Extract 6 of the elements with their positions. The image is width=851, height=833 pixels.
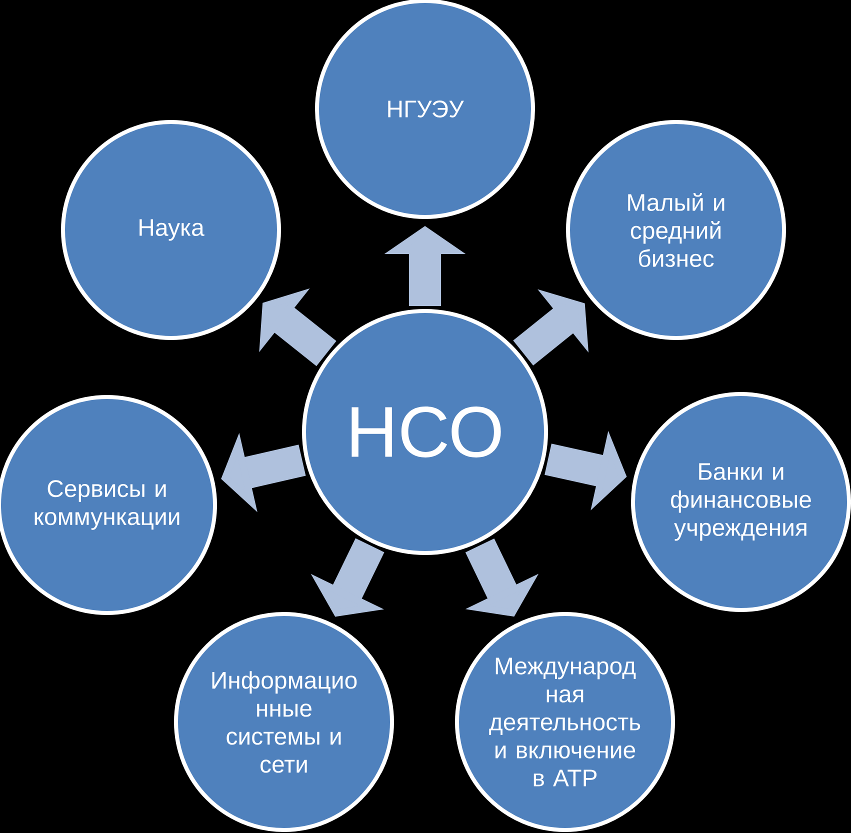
circle-node: Банки и финансовые учреждения (631, 392, 851, 612)
circle-node: Информацио нные системы и сети (174, 612, 394, 832)
circle-node: Малый и средний бизнес (566, 120, 786, 340)
circle-node: Международ ная деятельность и включение в АТР (455, 612, 675, 832)
circle-node: Наука (61, 120, 281, 340)
circle-node: НСО (302, 309, 548, 555)
